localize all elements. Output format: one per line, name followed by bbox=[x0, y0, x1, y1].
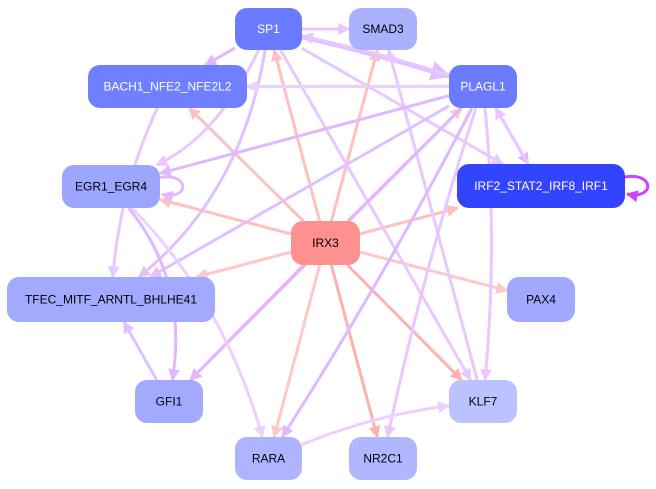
edge-plagl1-to-nr2c1 bbox=[383, 107, 478, 439]
node-tfec[interactable]: TFEC_MITF_ARNTL_BHLHE41 bbox=[7, 277, 215, 322]
edge-irx3-to-smad3 bbox=[329, 48, 381, 222]
node-gfi1[interactable]: GFI1 bbox=[135, 380, 203, 423]
edge-sp1-to-klf7 bbox=[279, 49, 472, 382]
node-sp1[interactable]: SP1 bbox=[235, 8, 302, 50]
node-box bbox=[457, 164, 625, 208]
node-klf7[interactable]: KLF7 bbox=[449, 380, 517, 423]
edge-plagl1-to-klf7 bbox=[480, 107, 494, 382]
edge-plagl1-to-sp1 bbox=[300, 32, 450, 77]
node-label: PLAGL1 bbox=[460, 80, 506, 94]
node-box bbox=[349, 437, 417, 480]
node-label: KLF7 bbox=[469, 395, 498, 409]
edge-klf7-to-smad3 bbox=[385, 48, 479, 381]
node-bach1[interactable]: BACH1_NFE2_NFE2L2 bbox=[88, 65, 247, 108]
node-label: IRX3 bbox=[312, 236, 339, 250]
node-label: NR2C1 bbox=[363, 452, 403, 466]
node-label: TFEC_MITF_ARNTL_BHLHE41 bbox=[25, 293, 197, 307]
edge-irx3-to-tfec bbox=[195, 250, 292, 281]
node-irf2[interactable]: IRF2_STAT2_IRF8_IRF1 bbox=[457, 164, 625, 208]
node-egr1[interactable]: EGR1_EGR4 bbox=[62, 165, 160, 208]
node-box bbox=[449, 380, 517, 423]
node-label: EGR1_EGR4 bbox=[75, 180, 147, 194]
edge-plagl1-to-rara bbox=[281, 107, 474, 439]
edge-sp1-to-bach1 bbox=[204, 46, 236, 67]
node-label: GFI1 bbox=[156, 395, 183, 409]
edge-irx3-to-pax4 bbox=[359, 250, 509, 294]
node-box bbox=[449, 65, 517, 108]
node-label: PAX4 bbox=[526, 293, 556, 307]
node-box bbox=[62, 165, 160, 208]
edge-rara-to-klf7 bbox=[301, 401, 451, 446]
edge-plagl1-to-tfec bbox=[149, 104, 450, 279]
node-box bbox=[135, 380, 203, 423]
edge-irx3-to-rara bbox=[271, 264, 322, 439]
node-smad3[interactable]: SMAD3 bbox=[349, 8, 417, 50]
node-box bbox=[507, 277, 575, 322]
edge-sp1-to-egr1 bbox=[155, 49, 260, 167]
node-box bbox=[7, 277, 215, 322]
edge-irx3-to-irf2 bbox=[359, 204, 459, 236]
edge-plagl1-to-egr1 bbox=[158, 94, 450, 177]
node-box bbox=[88, 65, 247, 108]
node-box bbox=[235, 437, 302, 480]
node-label: IRF2_STAT2_IRF8_IRF1 bbox=[474, 179, 608, 193]
node-label: RARA bbox=[252, 452, 285, 466]
node-pax4[interactable]: PAX4 bbox=[507, 277, 575, 322]
node-plagl1[interactable]: PLAGL1 bbox=[449, 65, 517, 108]
edge-irx3-to-egr1 bbox=[158, 196, 292, 236]
node-rara[interactable]: RARA bbox=[235, 437, 302, 480]
node-box bbox=[235, 8, 302, 50]
edge-irf2-to-plagl1 bbox=[494, 106, 530, 165]
node-label: BACH1_NFE2_NFE2L2 bbox=[103, 80, 231, 94]
edge-irf2-to-irf2 bbox=[624, 174, 650, 203]
edge-irx3-to-nr2c1 bbox=[329, 264, 381, 439]
edge-egr1-to-egr1 bbox=[159, 175, 185, 203]
node-label: SP1 bbox=[257, 22, 280, 36]
node-label: SMAD3 bbox=[362, 22, 404, 36]
edge-gfi1-to-tfec bbox=[122, 320, 159, 381]
node-irx3[interactable]: IRX3 bbox=[291, 221, 360, 265]
node-box bbox=[349, 8, 417, 50]
edge-irx3-to-klf7 bbox=[346, 263, 463, 382]
node-nr2c1[interactable]: NR2C1 bbox=[349, 437, 417, 480]
node-box bbox=[291, 221, 360, 265]
